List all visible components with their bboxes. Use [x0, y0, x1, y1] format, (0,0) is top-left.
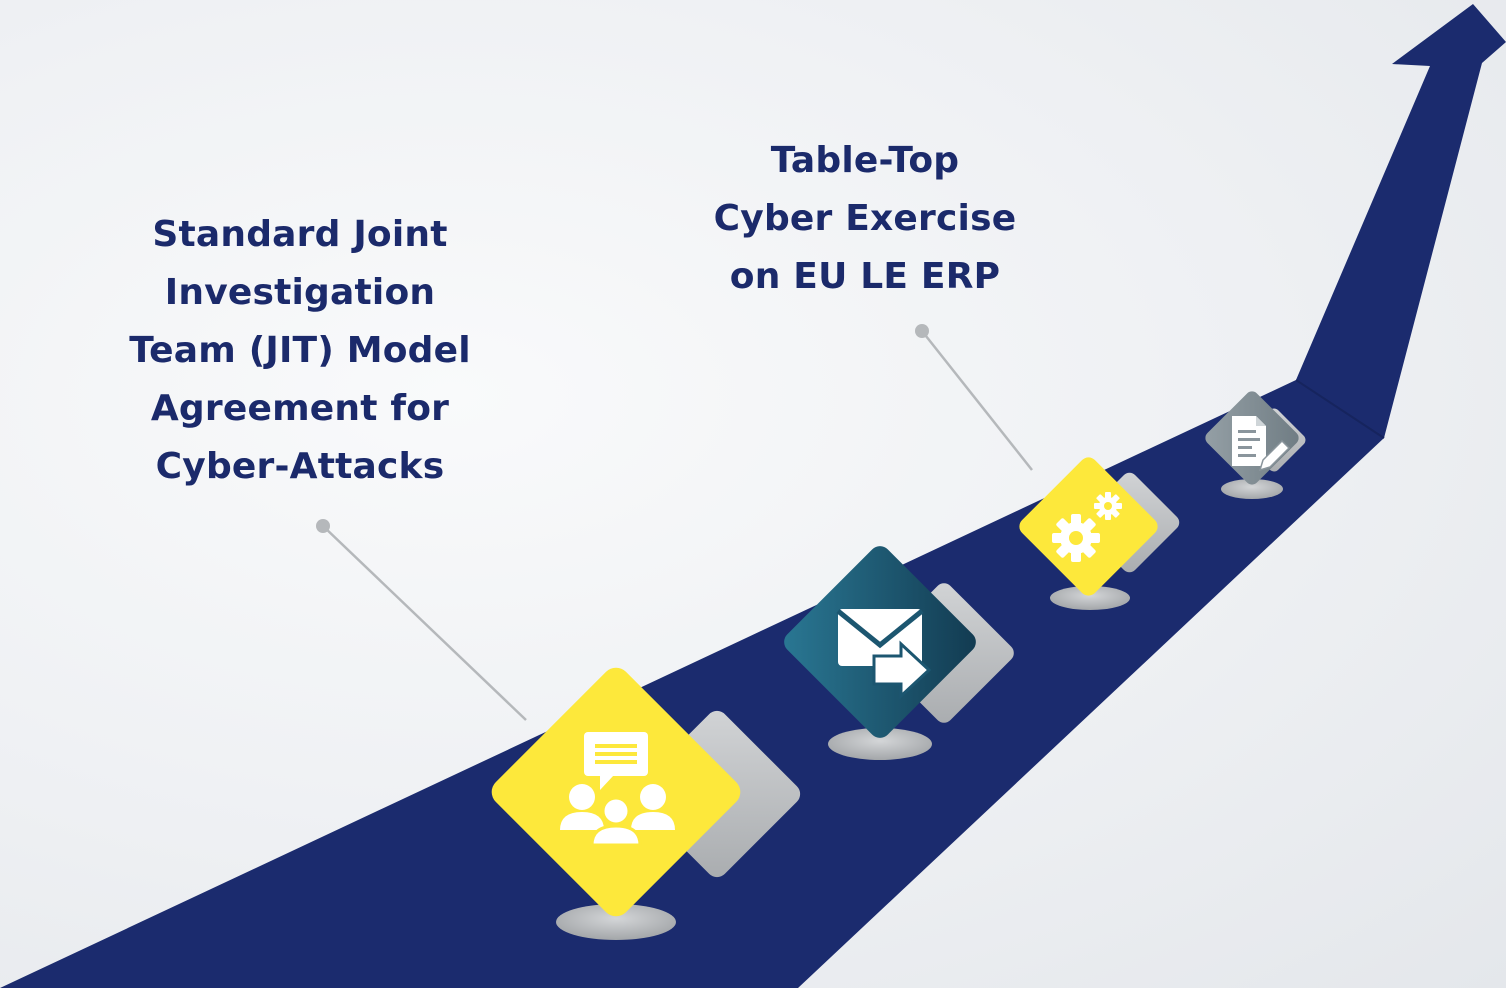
tile-base [828, 728, 932, 760]
email-forward-icon [836, 609, 932, 700]
connector-jit [316, 519, 527, 721]
tile-base [1221, 479, 1283, 499]
people-chat-icon [560, 732, 675, 847]
document-edit-icon [1232, 416, 1291, 472]
milestone-jit [491, 667, 801, 940]
tile-yellow [491, 667, 741, 917]
milestone-label-tabletop: Table-Top Cyber Exercise on EU LE ERP [713, 140, 1017, 297]
gears-icon [1052, 492, 1122, 562]
tile-base [1050, 586, 1130, 610]
tile-base [556, 904, 676, 940]
milestone-email [784, 546, 1014, 760]
milestone-document [1205, 391, 1306, 499]
road-ridge [1295, 379, 1385, 439]
milestone-tabletop [1019, 457, 1180, 610]
connector-tabletop [915, 324, 1033, 471]
milestone-label-jit: Standard Joint Investigation Team (JIT) … [129, 214, 471, 487]
